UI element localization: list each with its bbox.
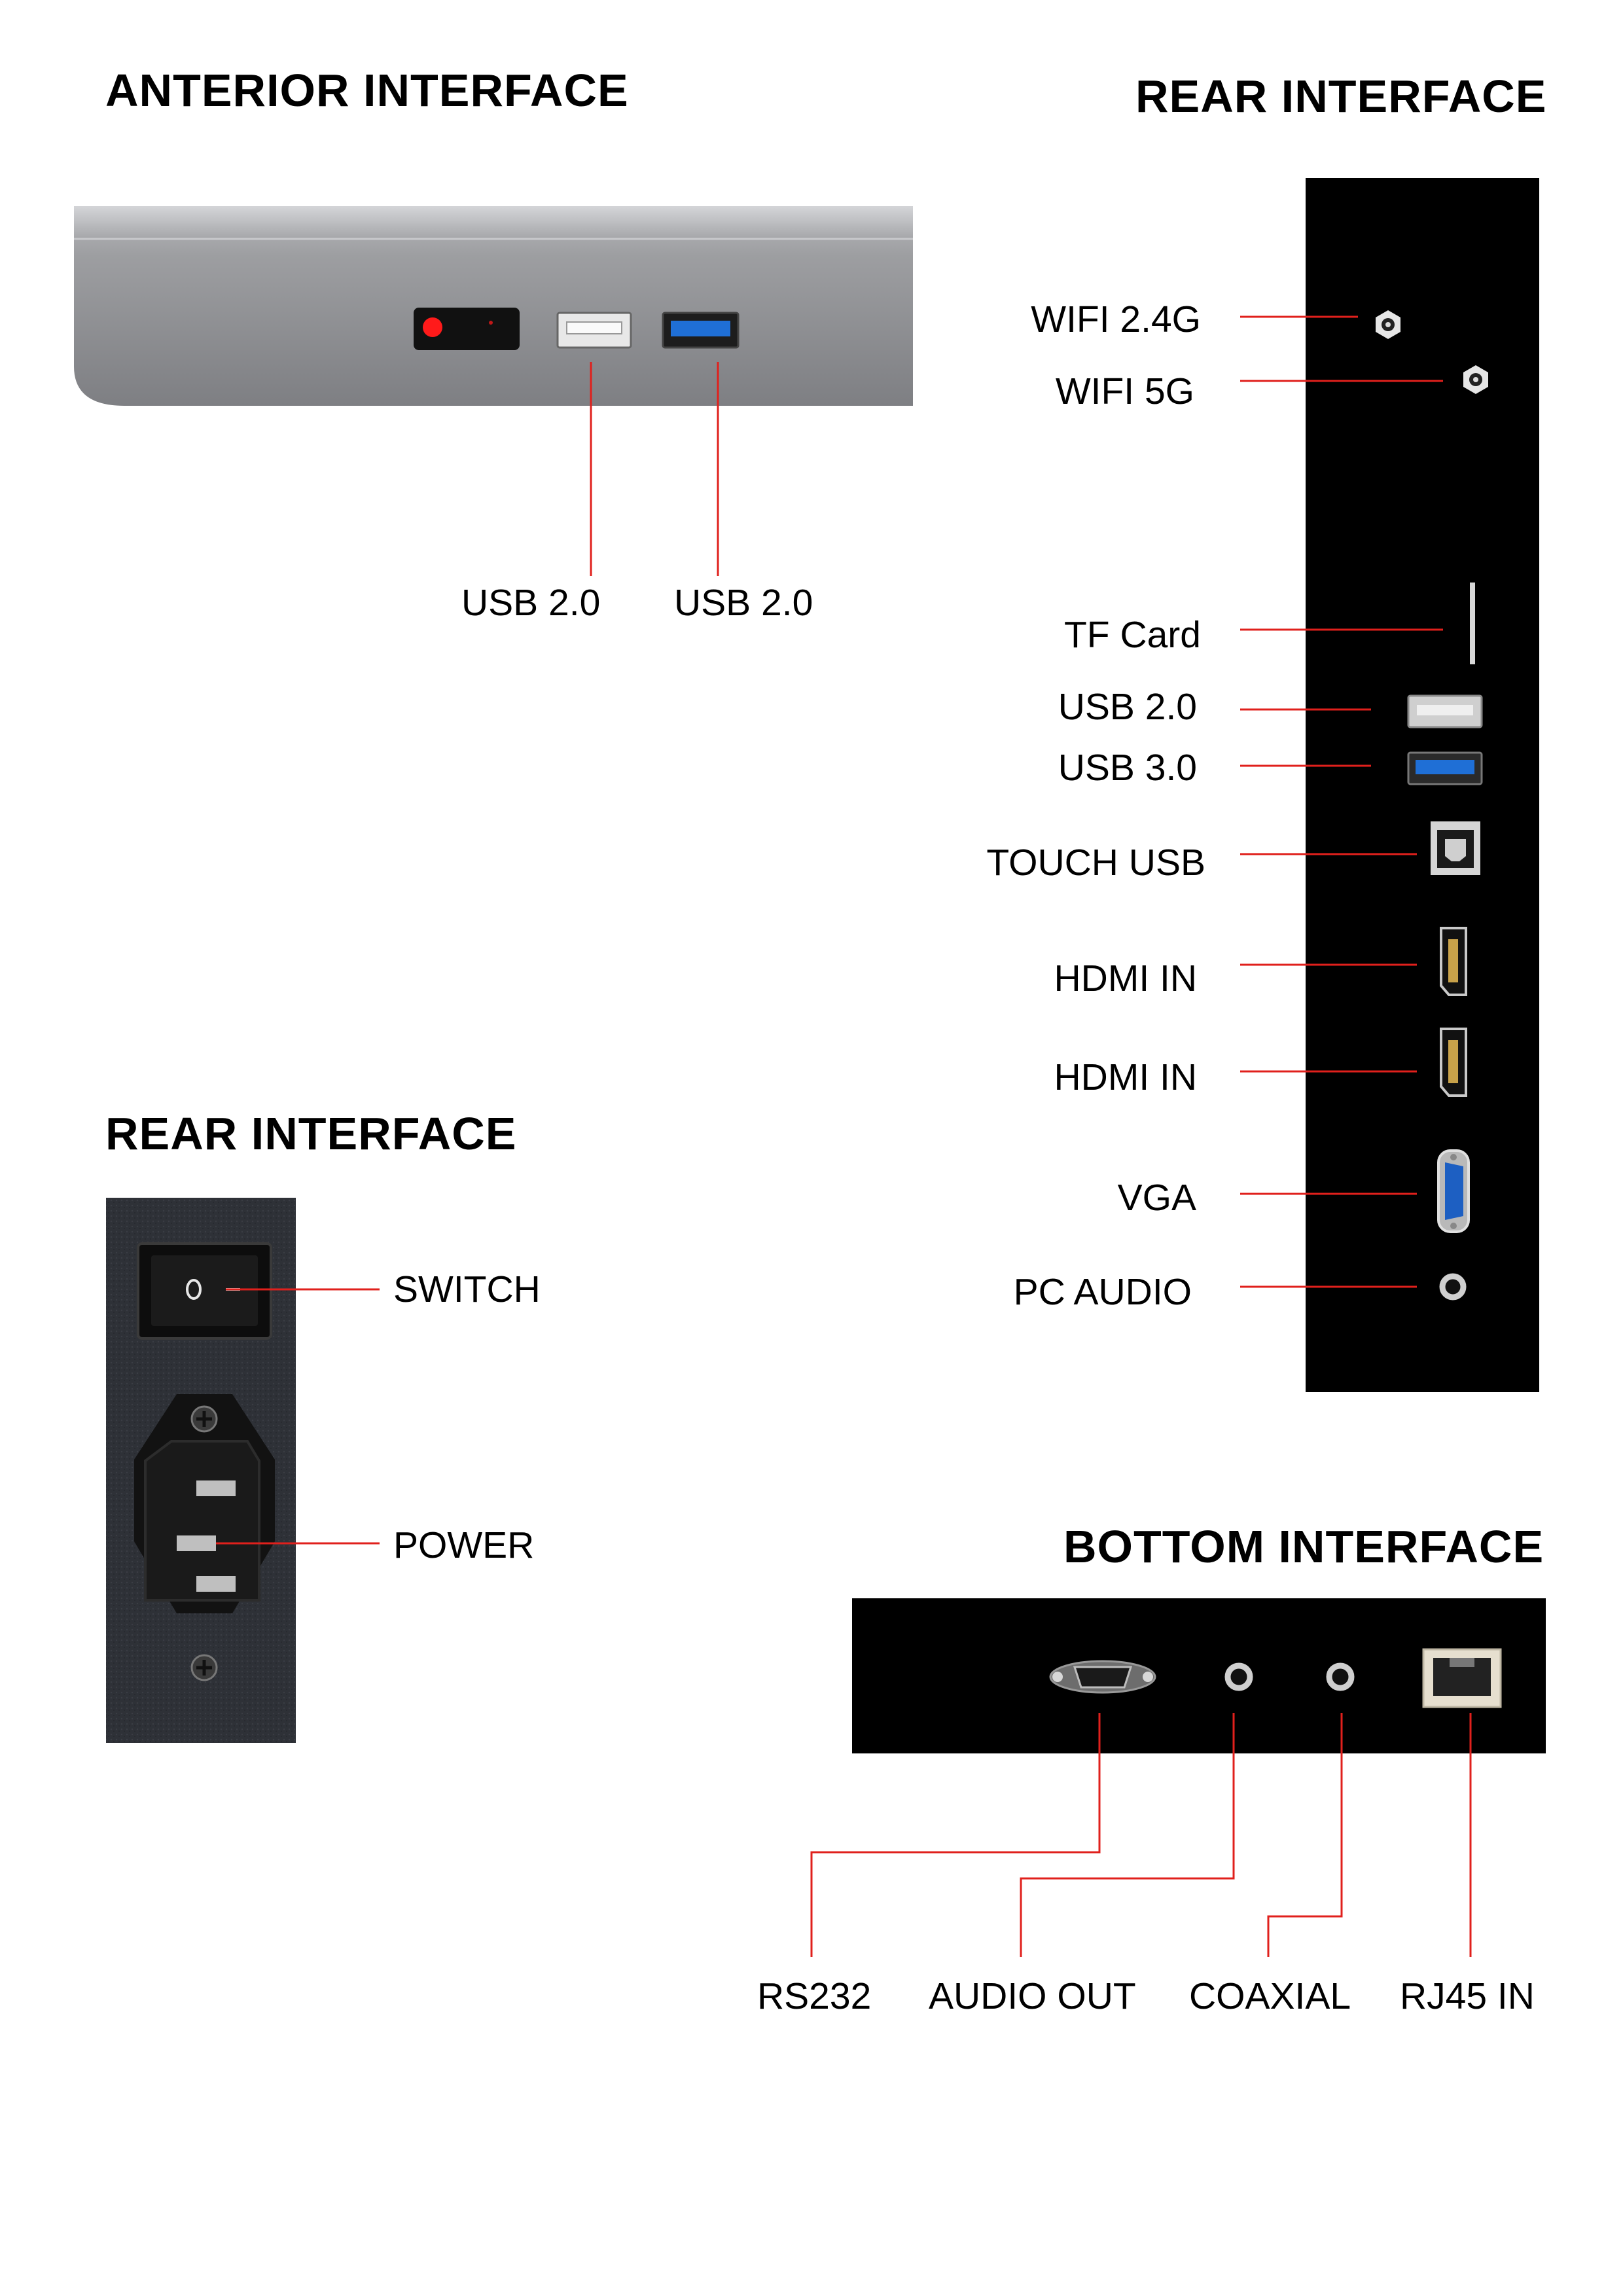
rear-interface-title-right: REAR INTERFACE (1135, 71, 1547, 122)
rear-left-leader-lines (216, 1288, 380, 1545)
label-wifi-5g: WIFI 5G (1055, 370, 1194, 412)
wifi-5g-antenna-connector (1463, 365, 1488, 394)
wifi-24g-antenna-connector (1376, 310, 1400, 339)
label-coaxial: COAXIAL (1189, 1975, 1351, 2017)
front-bezel (74, 206, 913, 406)
label-switch: SWITCH (393, 1268, 541, 1310)
pc-audio-jack (1439, 1273, 1467, 1300)
anterior-interface-title: ANTERIOR INTERFACE (105, 65, 629, 116)
hdmi-in-port-1 (1440, 927, 1467, 996)
iec-power-inlet (134, 1394, 275, 1681)
label-hdmi-in-1: HDMI IN (1054, 958, 1197, 999)
power-rocker-switch (137, 1242, 272, 1340)
rear-usb-2-port (1407, 694, 1483, 728)
front-usb-3-port (662, 312, 740, 349)
label-tf-card: TF Card (1063, 614, 1201, 656)
anterior-leader-lines (590, 362, 719, 576)
anterior-label-usb-2-right: USB 2.0 (674, 582, 813, 624)
rear-usb-3-port (1407, 751, 1483, 785)
label-usb-2: USB 2.0 (1058, 686, 1197, 728)
vga-port (1437, 1149, 1470, 1233)
bottom-leader-lines (810, 1713, 1472, 1957)
rear-interface-title-left: REAR INTERFACE (105, 1108, 517, 1159)
touch-usb-b-port (1431, 821, 1480, 875)
hdmi-in-port-2 (1440, 1028, 1467, 1097)
label-touch-usb: TOUCH USB (986, 842, 1205, 884)
label-rs232: RS232 (757, 1975, 872, 2017)
audio-out-jack (1224, 1662, 1253, 1691)
tf-card-slot (1470, 583, 1475, 664)
front-usb-2-port (556, 312, 632, 349)
label-vga: VGA (1117, 1177, 1196, 1219)
rj45-ethernet-port (1422, 1648, 1502, 1708)
label-wifi-24g: WIFI 2.4G (1031, 298, 1201, 340)
coaxial-jack (1326, 1662, 1355, 1691)
rs232-db9-port (1049, 1660, 1156, 1694)
bottom-interface-title: BOTTOM INTERFACE (1063, 1521, 1544, 1572)
ir-sensor-window (414, 308, 520, 350)
anterior-label-usb-2-left: USB 2.0 (461, 582, 601, 624)
label-audio-out: AUDIO OUT (929, 1975, 1136, 2017)
label-power: POWER (393, 1524, 535, 1566)
rear-right-leader-lines (1240, 315, 1443, 1288)
label-rj45-in: RJ45 IN (1400, 1975, 1535, 2017)
label-usb-3: USB 3.0 (1058, 747, 1197, 789)
label-hdmi-in-2: HDMI IN (1054, 1056, 1197, 1098)
label-pc-audio: PC AUDIO (1013, 1271, 1192, 1313)
